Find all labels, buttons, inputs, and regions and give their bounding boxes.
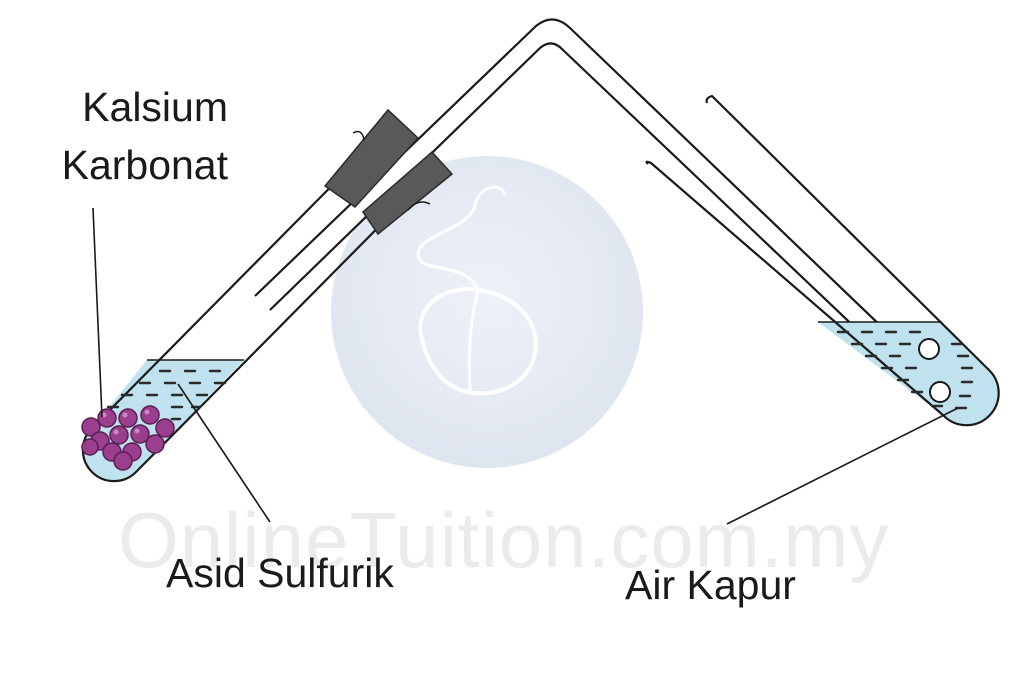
limewater-liquid	[818, 322, 999, 426]
left-test-tube	[81, 125, 436, 483]
limewater-label: Air Kapur	[625, 562, 796, 608]
right-test-tube	[645, 94, 1000, 427]
sulfuric-acid-label: Asid Sulfurik	[166, 550, 394, 596]
leader-calcium-carbonate	[92, 207, 103, 418]
limewater-dashes	[836, 330, 974, 410]
gas-bubbles	[918, 338, 951, 403]
calcium-carbonate-label-line2: Karbonat	[61, 142, 228, 188]
calcium-carbonate-granules	[81, 405, 175, 471]
calcium-carbonate-label-line1: Kalsium	[82, 84, 228, 130]
rubber-stopper	[323, 108, 454, 236]
leader-limewater	[726, 407, 959, 525]
watermark-globe	[331, 156, 643, 468]
leader-sulfuric-acid	[177, 383, 271, 523]
calcium-carbonate-label: Kalsium Karbonat	[28, 78, 228, 194]
leader-lines	[92, 207, 959, 525]
watermark-text: OnlineTuition.com.my	[118, 496, 890, 584]
acid-dashes	[106, 369, 227, 421]
